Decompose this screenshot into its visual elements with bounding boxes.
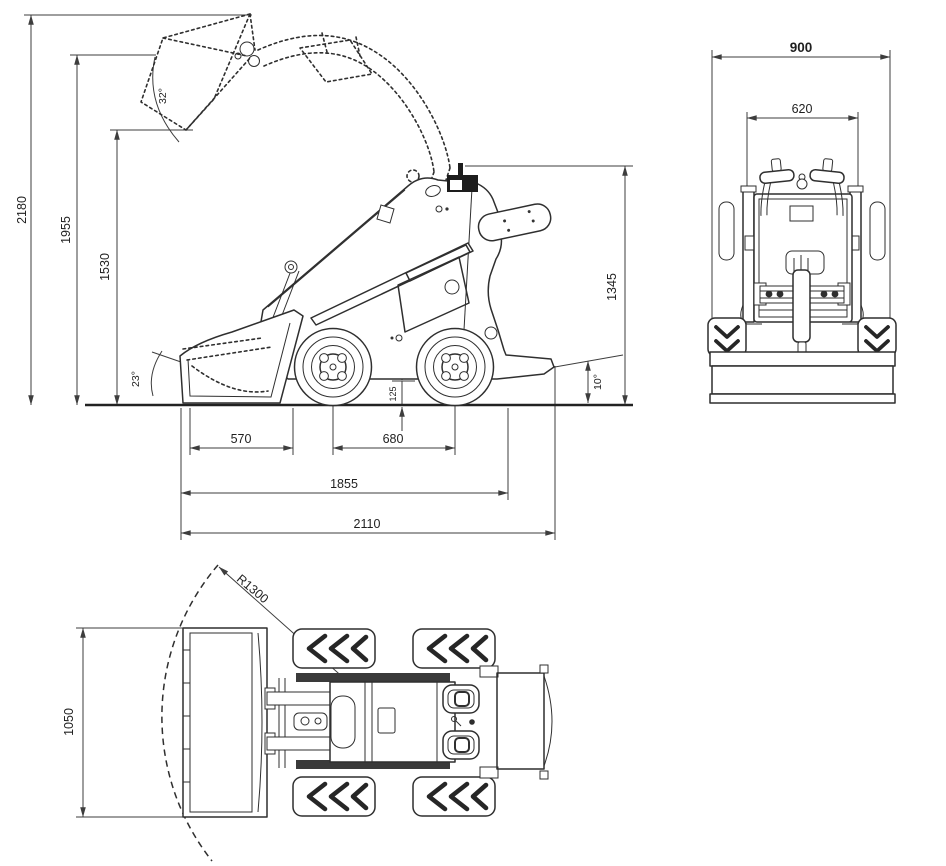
dim-rollback-angle: 32°	[157, 88, 169, 104]
dim-wheelbase: 680	[383, 432, 404, 446]
left-control-handle	[759, 158, 795, 216]
dim-overall-width: 900	[790, 40, 813, 55]
tire-front-left	[293, 629, 375, 668]
side-dimension-labels: 2180 1955 1530 1345 32° 23° 10° 125 570 …	[15, 88, 619, 531]
dim-dump-height: 1530	[98, 253, 112, 281]
rear-left-tire	[706, 316, 748, 358]
engine-cover-box	[447, 163, 478, 192]
tire-front-right	[293, 777, 375, 816]
operator-platform	[496, 672, 545, 770]
dim-body-length: 1855	[330, 477, 358, 491]
dim-bucket-to-wheel: 570	[231, 432, 252, 446]
rear-right-tire	[856, 316, 898, 358]
tire-rear-right	[413, 777, 495, 816]
dim-turning-radius: R1300	[234, 572, 271, 606]
dim-machine-height: 1345	[605, 273, 619, 301]
dim-max-lift-height: 2180	[15, 196, 29, 224]
raised-boom-dashed	[140, 13, 451, 187]
rear-wheel	[415, 327, 495, 407]
operator-handle	[477, 203, 552, 242]
bucket-side	[179, 309, 304, 404]
rear-dimension-labels: 900 620	[790, 40, 813, 116]
tire-rear-left	[413, 629, 495, 668]
side-view: 2180 1955 1530 1345 32° 23° 10° 125 570 …	[15, 13, 633, 540]
dim-bucket-width: 1050	[62, 708, 76, 736]
bucket-top	[182, 627, 268, 818]
top-view: 1050 R1300	[62, 564, 553, 862]
dim-inner-width: 620	[792, 102, 813, 116]
front-wheel	[293, 327, 373, 407]
dim-dump-angle: 23°	[130, 371, 142, 387]
engine-grille	[397, 256, 470, 333]
rear-machine	[706, 158, 898, 404]
dim-departure-angle: 10°	[592, 374, 604, 390]
top-dimension-lines	[76, 627, 191, 818]
dim-ground-clearance: 125	[388, 386, 398, 401]
dim-overall-length: 2110	[354, 517, 381, 531]
rear-view: 900 620	[706, 40, 898, 404]
dim-hinge-pin-height: 1955	[59, 216, 73, 244]
pivot-marker	[377, 707, 396, 734]
chassis-top	[264, 664, 553, 780]
right-control-handle	[809, 158, 845, 216]
